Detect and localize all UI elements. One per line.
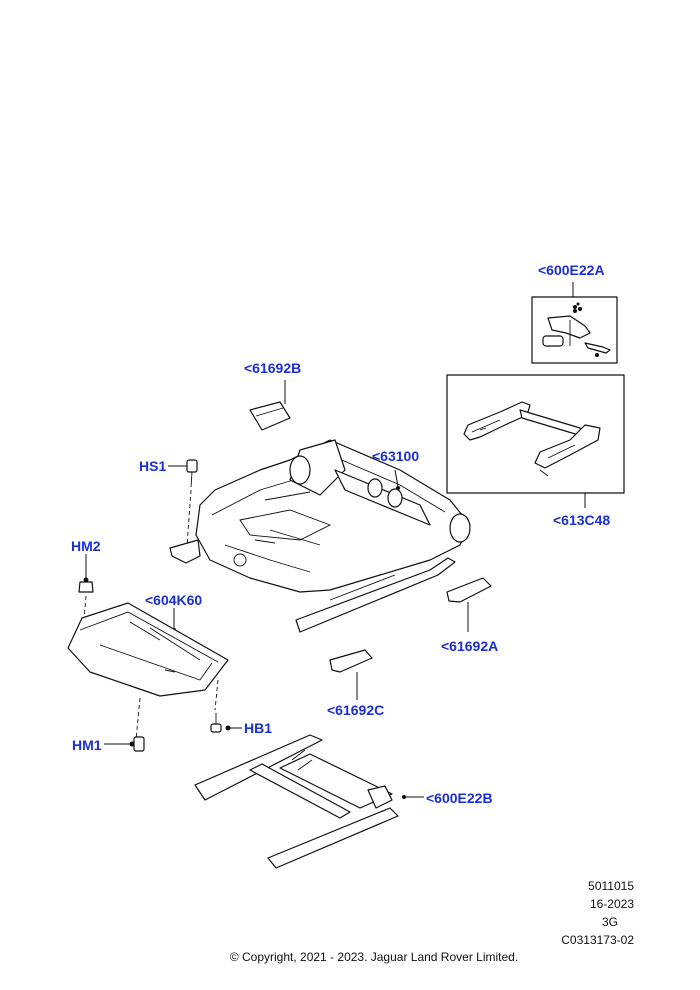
callout-604K60[interactable]: <604K60 xyxy=(145,592,203,608)
part-61692B xyxy=(249,380,291,431)
callout-HM1[interactable]: HM1 xyxy=(72,737,102,753)
callout-61692C[interactable]: <61692C xyxy=(327,702,385,718)
callout-600E22B[interactable]: <600E22B xyxy=(426,790,493,806)
copyright-notice: © Copyright, 2021 - 2023. Jaguar Land Ro… xyxy=(229,950,519,964)
part-613C48-inset xyxy=(446,374,625,508)
illustration-date: 16-2023 xyxy=(589,897,634,911)
callout-63100[interactable]: <63100 xyxy=(372,448,420,464)
illustration-revision: 3G xyxy=(601,915,618,929)
callout-600E22A[interactable]: <600E22A xyxy=(538,262,605,278)
callout-61692B[interactable]: <61692B xyxy=(244,360,302,376)
callout-HB1[interactable]: HB1 xyxy=(244,720,273,736)
part-HB1-bolt xyxy=(210,713,242,733)
part-HM2-nut xyxy=(78,554,94,621)
part-HM1-stud xyxy=(104,736,145,752)
part-HS1-screw xyxy=(168,459,198,561)
part-600E22B-track-frame xyxy=(194,734,424,869)
callout-613C48[interactable]: <613C48 xyxy=(553,512,611,528)
part-61692C xyxy=(329,649,373,700)
callout-HM2[interactable]: HM2 xyxy=(71,538,101,554)
callout-HS1[interactable]: HS1 xyxy=(139,458,167,474)
illustration-reference: C0313173-02 xyxy=(561,933,634,947)
part-61692A xyxy=(446,577,492,632)
callout-61692A[interactable]: <61692A xyxy=(441,638,499,654)
part-63100-seat-frame xyxy=(169,439,471,633)
part-600E22A-inset xyxy=(531,282,618,364)
illustration-code: 5011015 xyxy=(588,879,634,893)
part-604K60-module xyxy=(67,602,229,741)
